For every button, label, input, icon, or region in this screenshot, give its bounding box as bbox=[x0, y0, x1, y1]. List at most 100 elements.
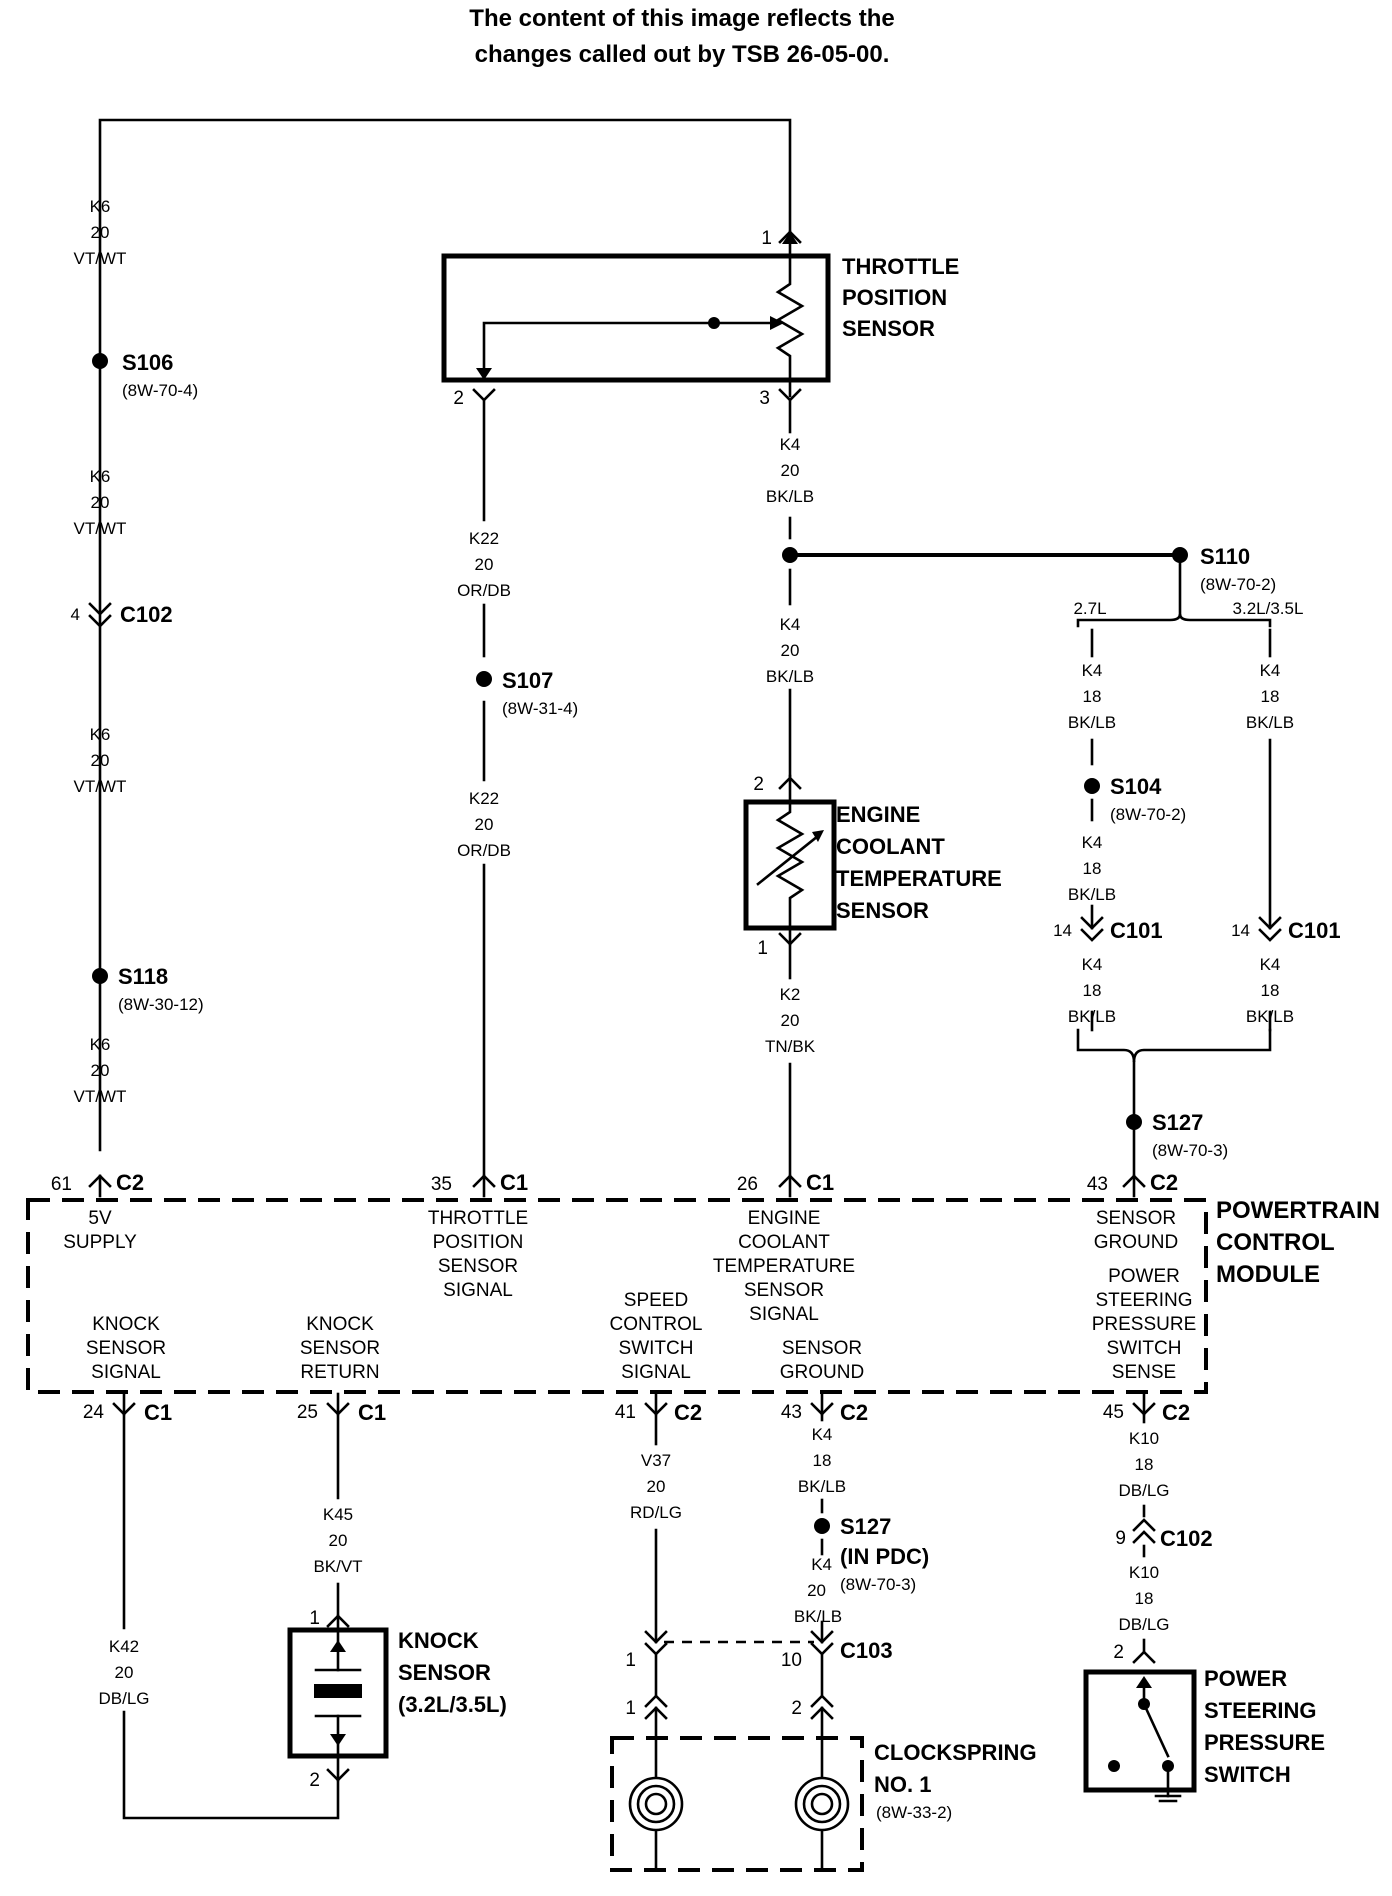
pin-function: 5V bbox=[88, 1208, 112, 1229]
pin-number: 1 bbox=[309, 1608, 320, 1629]
pin-function: POWER bbox=[1108, 1266, 1180, 1287]
wire-k4-lower-label-2: K4 20 bbox=[807, 1555, 832, 1600]
splice-s110: S110 (8W-70-2) 2.7L 3.2L/3.5L bbox=[1073, 544, 1304, 628]
wire-color: BK/LB bbox=[1068, 1007, 1116, 1026]
wire-color: TN/BK bbox=[765, 1037, 816, 1056]
splice-ref: (8W-70-3) bbox=[1152, 1141, 1228, 1160]
wire-color: BK/LB bbox=[1068, 885, 1116, 904]
connector-name: C1 bbox=[358, 1400, 386, 1425]
wire-gauge: 20 bbox=[781, 641, 800, 660]
pin-function: SPEED bbox=[624, 1290, 688, 1311]
wire-gauge: 20 bbox=[807, 1581, 826, 1600]
wire-code: K4 bbox=[812, 1425, 833, 1444]
wire-k22-label-1: K22 20 OR/DB bbox=[457, 529, 511, 600]
pcm-pin-labels: 5V SUPPLY THROTTLE POSITION SENSOR SIGNA… bbox=[63, 1208, 1196, 1383]
connector-c101-right: 14 C101 bbox=[1231, 916, 1341, 943]
component-label: PRESSURE bbox=[1204, 1730, 1325, 1755]
splice-name: S127 bbox=[1152, 1110, 1203, 1135]
wire-k22-label-2: K22 20 OR/DB bbox=[457, 789, 511, 860]
wire-k4-tps bbox=[782, 398, 1180, 778]
wire-gauge: 20 bbox=[475, 555, 494, 574]
wire-k6-label-1: K6 20 VT/WT bbox=[74, 197, 127, 268]
wire-color: BK/LB bbox=[1068, 713, 1116, 732]
wire-gauge: 20 bbox=[91, 751, 110, 770]
pin-function: SIGNAL bbox=[621, 1362, 691, 1383]
power-steering-pressure-switch: 2 POWER STEERING PRESSURE SWITCH bbox=[1083, 1642, 1325, 1803]
wire-k42-label: K42 20 DB/LG bbox=[98, 1637, 149, 1708]
component-label: THROTTLE bbox=[842, 254, 959, 279]
wire-gauge: 18 bbox=[1261, 687, 1280, 706]
component-label: SENSOR bbox=[398, 1660, 491, 1685]
wire-k4-lower-label-3: BK/LB bbox=[794, 1607, 842, 1626]
wire-code: K4 bbox=[780, 435, 801, 454]
pin-number: 2 bbox=[309, 1770, 320, 1791]
wire-k4-left-branch bbox=[1084, 628, 1100, 1032]
splice-name: S110 bbox=[1200, 544, 1250, 569]
pin-function: SIGNAL bbox=[749, 1304, 819, 1325]
wire-gauge: 20 bbox=[781, 1011, 800, 1030]
wire-k6-label-2: K6 20 VT/WT bbox=[74, 467, 127, 538]
pin-number: 25 bbox=[297, 1402, 318, 1423]
wire-gauge: 20 bbox=[115, 1663, 134, 1682]
wire-k2-label: K2 20 TN/BK bbox=[765, 985, 816, 1056]
splice-sub: (IN PDC) bbox=[840, 1544, 929, 1569]
pin-function: SENSOR bbox=[438, 1256, 518, 1277]
engine-option: 3.2L/3.5L bbox=[1233, 599, 1304, 618]
pin-number: 61 bbox=[51, 1174, 72, 1195]
pin-function: SIGNAL bbox=[443, 1280, 513, 1301]
pin-function: KNOCK bbox=[92, 1314, 160, 1335]
connector-c103: 1 10 C103 bbox=[625, 1630, 893, 1698]
wire-gauge: 20 bbox=[475, 815, 494, 834]
wire-code: K4 bbox=[1260, 955, 1281, 974]
connector-name: C103 bbox=[840, 1638, 893, 1663]
pin-function: SENSOR bbox=[300, 1338, 380, 1359]
throttle-position-sensor: 1 2 3 THROTTLE POSITION SENSOR bbox=[441, 228, 959, 409]
wire-color: BK/LB bbox=[766, 487, 814, 506]
pin-function: KNOCK bbox=[306, 1314, 374, 1335]
pin-number: 14 bbox=[1053, 921, 1072, 940]
merge-bracket bbox=[1076, 1028, 1272, 1178]
pin-function: SUPPLY bbox=[63, 1232, 137, 1253]
header-line-1: The content of this image reflects the bbox=[469, 5, 894, 32]
connector-name: C101 bbox=[1288, 918, 1341, 943]
wire-code: K4 bbox=[1260, 661, 1281, 680]
wire-k10-label-2: K10 18 DB/LG bbox=[1118, 1563, 1169, 1634]
splice-ref: (8W-70-2) bbox=[1200, 575, 1276, 594]
wire-color: BK/LB bbox=[798, 1477, 846, 1496]
wire-k4-label-2: K4 20 BK/LB bbox=[766, 615, 814, 686]
pin-function: COOLANT bbox=[738, 1232, 830, 1253]
wire-code: K6 bbox=[90, 467, 111, 486]
component-label: TEMPERATURE bbox=[836, 866, 1002, 891]
wire-color: VT/WT bbox=[74, 519, 127, 538]
pin-number: 43 bbox=[1087, 1174, 1108, 1195]
wire-color: VT/WT bbox=[74, 777, 127, 796]
wire-k6-loop bbox=[98, 118, 792, 1152]
header: The content of this image reflects the c… bbox=[469, 5, 894, 68]
component-label: SENSOR bbox=[842, 316, 935, 341]
wire-gauge: 20 bbox=[329, 1531, 348, 1550]
splice-name: S106 bbox=[122, 350, 173, 375]
wire-code: K6 bbox=[90, 197, 111, 216]
component-label: MODULE bbox=[1216, 1261, 1320, 1288]
splice-ref: (8W-31-4) bbox=[502, 699, 578, 718]
pin-number: 1 bbox=[761, 228, 772, 249]
connector-name: C1 bbox=[500, 1170, 528, 1195]
wire-k4-18-label-4: K4 18 BK/LB bbox=[1246, 661, 1294, 732]
splice-name: S107 bbox=[502, 668, 553, 693]
connector-c102-upper: 4 C102 bbox=[71, 602, 173, 628]
pin-function: SENSOR bbox=[1096, 1208, 1176, 1229]
pcm-box: POWERTRAIN CONTROL MODULE bbox=[26, 1197, 1380, 1394]
pin-function: SENSOR bbox=[782, 1338, 862, 1359]
splice-s106: S106 (8W-70-4) bbox=[92, 350, 198, 400]
splice-s107: S107 (8W-31-4) bbox=[476, 668, 578, 718]
wire-gauge: 18 bbox=[1135, 1455, 1154, 1474]
wire-color: BK/LB bbox=[794, 1607, 842, 1626]
wire-gauge: 18 bbox=[1083, 981, 1102, 1000]
wire-k10: 9 C102 bbox=[1115, 1412, 1213, 1654]
connector-name: C102 bbox=[1160, 1526, 1213, 1551]
connector-name: C1 bbox=[144, 1400, 172, 1425]
wire-gauge: 18 bbox=[1083, 687, 1102, 706]
connector-name: C102 bbox=[120, 602, 173, 627]
wire-code: K4 bbox=[1082, 833, 1103, 852]
wire-gauge: 20 bbox=[647, 1477, 666, 1496]
